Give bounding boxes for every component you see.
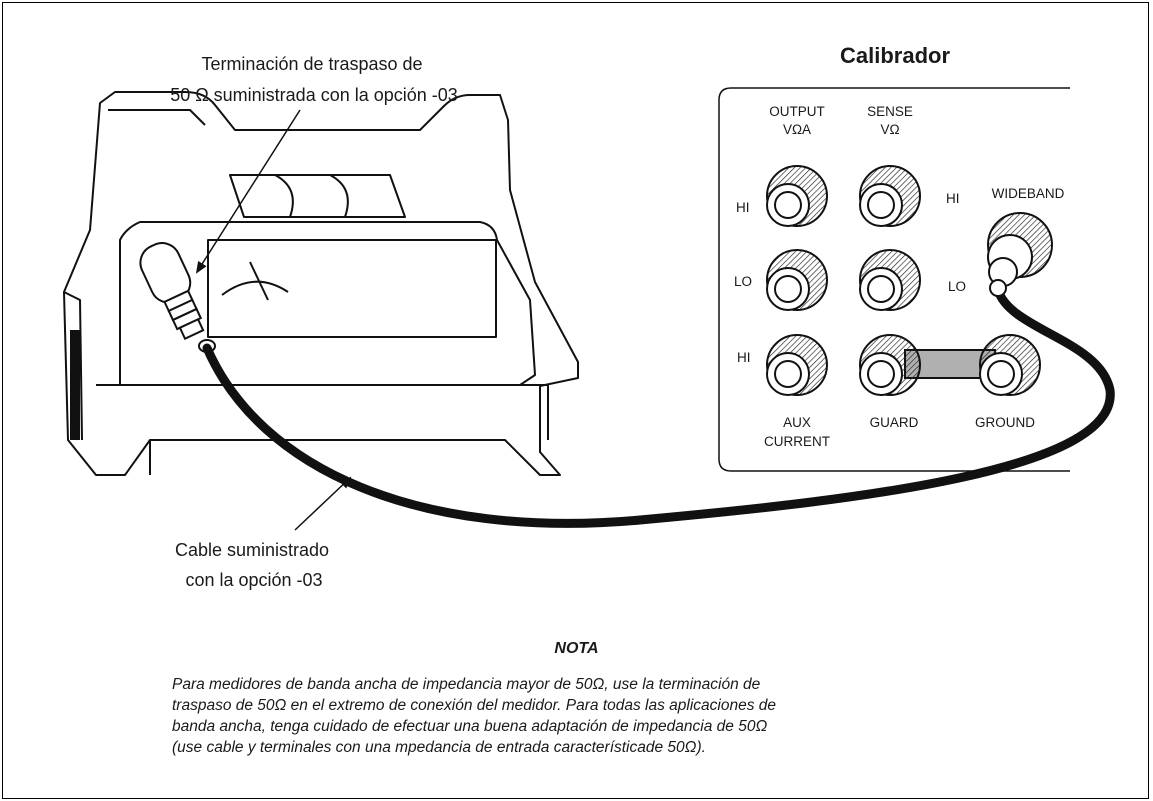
calibrator-panel xyxy=(718,87,1070,472)
termination-callout-line1: Terminación de traspaso de xyxy=(201,54,422,74)
guard-terminal xyxy=(859,334,921,396)
note-line-3: banda ancha, tenga cuidado de efectuar u… xyxy=(172,718,768,735)
meter-instrument xyxy=(63,91,579,476)
sense-label-line2: VΩ xyxy=(880,122,899,137)
output-label-line1: OUTPUT xyxy=(769,104,825,119)
aux-label-line2: CURRENT xyxy=(764,434,830,449)
termination-arrow xyxy=(195,109,301,274)
note-body: Para medidores de banda ancha de impedan… xyxy=(172,674,1012,758)
note-line-1: Para medidores de banda ancha de impedan… xyxy=(172,676,761,693)
output-lo-terminal xyxy=(766,249,828,311)
aux-hi-label: HI xyxy=(737,350,751,365)
calibrator-title: Calibrador xyxy=(840,43,950,68)
wideband-lo-label: LO xyxy=(948,279,966,294)
aux-label-line1: AUX xyxy=(783,415,811,430)
cable-callout-line2: con la opción -03 xyxy=(185,570,322,590)
cable-callout-line1: Cable suministrado xyxy=(175,540,329,560)
note-title: NOTA xyxy=(554,640,599,657)
output-hi-label: HI xyxy=(736,200,750,215)
output-lo-label: LO xyxy=(734,274,752,289)
output-hi-terminal xyxy=(766,165,828,227)
aux-current-terminal xyxy=(766,334,828,396)
sense-hi-terminal xyxy=(859,165,921,227)
note-line-2: traspaso de 50Ω en el extremo de conexió… xyxy=(172,697,777,714)
sense-lo-terminal xyxy=(859,249,921,311)
wideband-terminal xyxy=(987,212,1053,297)
output-label-line2: VΩA xyxy=(783,122,811,137)
cable-arrow xyxy=(294,476,352,531)
sense-label-line1: SENSE xyxy=(867,104,913,119)
ground-terminal xyxy=(979,334,1041,396)
guard-label: GUARD xyxy=(870,415,919,430)
note-line-4: (use cable y terminales con una mpedanci… xyxy=(172,739,706,756)
cable xyxy=(202,285,1115,528)
sense-hi-label: HI xyxy=(946,191,960,206)
feedthrough-termination xyxy=(139,242,216,353)
termination-callout-line2: 50 Ω suministrada con la opción -03 xyxy=(170,85,458,105)
wideband-label: WIDEBAND xyxy=(992,186,1065,201)
ground-label: GROUND xyxy=(975,415,1035,430)
